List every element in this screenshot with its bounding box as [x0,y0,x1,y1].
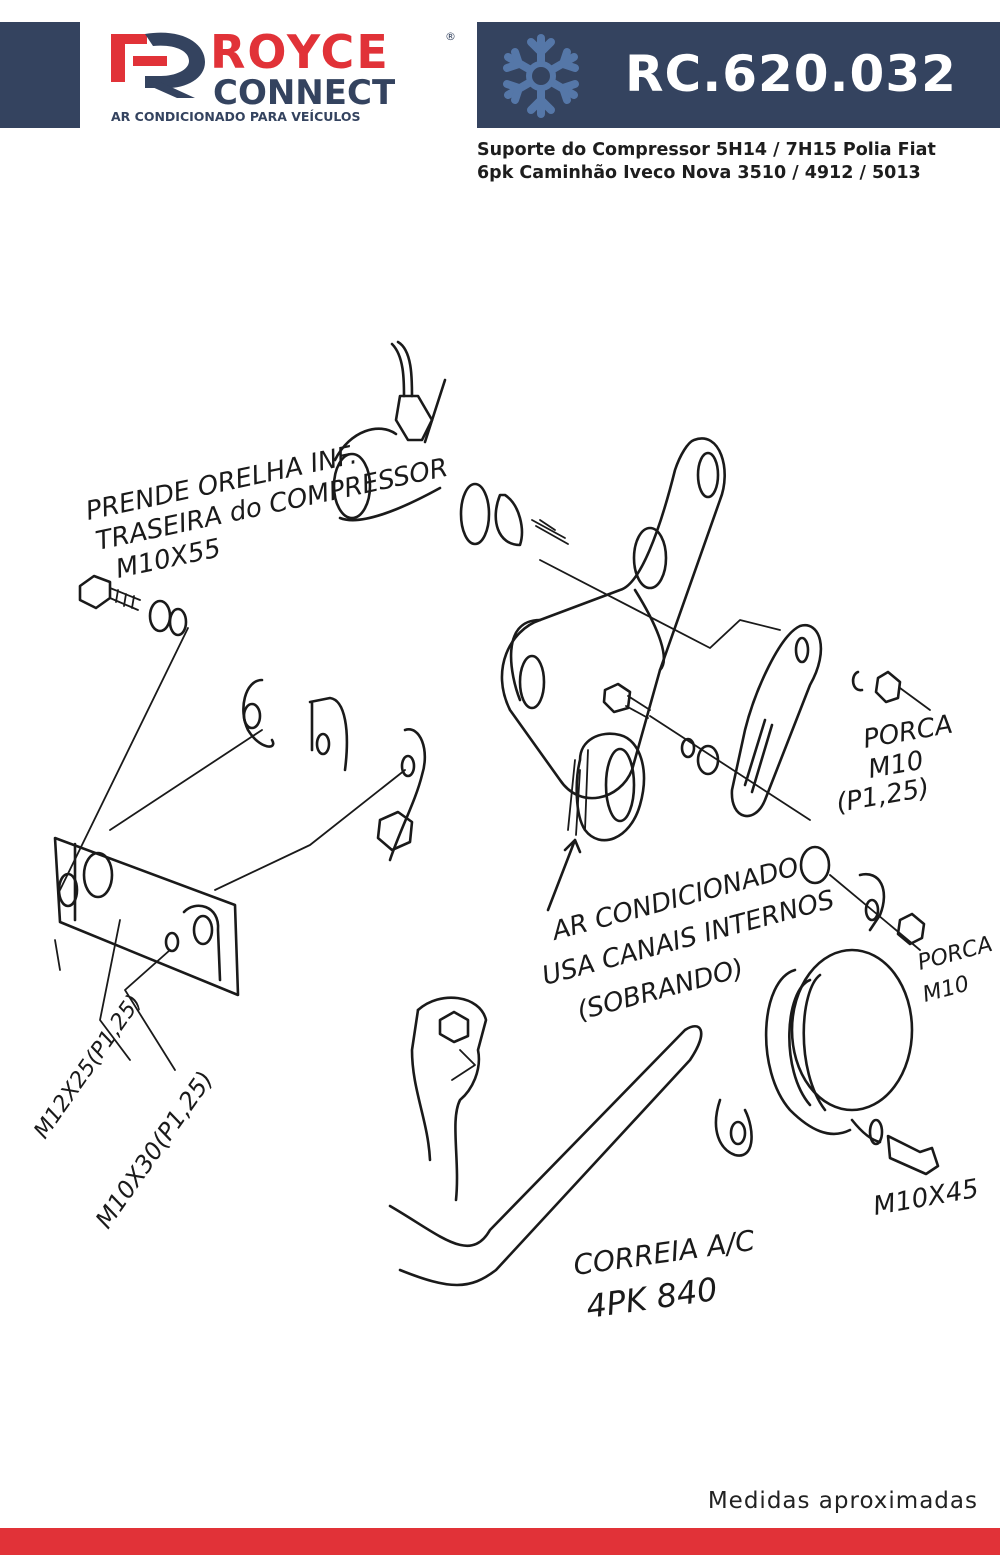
label-m10x30: M10X30(P1,25) [90,1066,219,1234]
royce-connect-logo: ROYCE ® CONNECT AR CONDICIONADO PARA VEÍ… [105,20,465,128]
footer-bar [0,1528,1000,1555]
description-line-2: 6pk Caminhão Iveco Nova 3510 / 4912 / 50… [477,163,921,183]
header-left-block [0,22,80,128]
label-m10x45: M10X45 [871,1174,981,1222]
label-porca-1-pitch: (P1,25) [834,773,932,819]
description-line-1: Suporte do Compressor 5H14 / 7H15 Polia … [477,140,936,160]
label-m12x25: M12X25(P1,25) [29,990,147,1143]
label-correia-spec: 4PK 840 [584,1270,720,1326]
label-porca-2: PORCA [915,932,995,976]
snowflake-icon [503,34,579,118]
brand-tagline: AR CONDICIONADO PARA VEÍCULOS [111,109,361,124]
rc-logo-mark [111,32,205,98]
footer-note: Medidas aproximadas [707,1488,978,1514]
product-code: RC.620.032 [625,45,957,103]
product-description: Suporte do Compressor 5H14 / 7H15 Polia … [477,139,987,185]
label-correia: CORREIA A/C [571,1224,757,1282]
brand-name-top: ROYCE [210,25,390,79]
brand-name-bottom: CONNECT [213,73,396,113]
exploded-diagram: PRENDE ORELHA INF. TRASEIRA do COMPRESSO… [20,330,1000,1350]
product-header: RC.620.032 [477,22,1000,128]
registered-mark: ® [445,30,456,43]
label-porca-2-size: M10 [920,971,972,1007]
compressor-bracket-sketch [53,340,940,1287]
